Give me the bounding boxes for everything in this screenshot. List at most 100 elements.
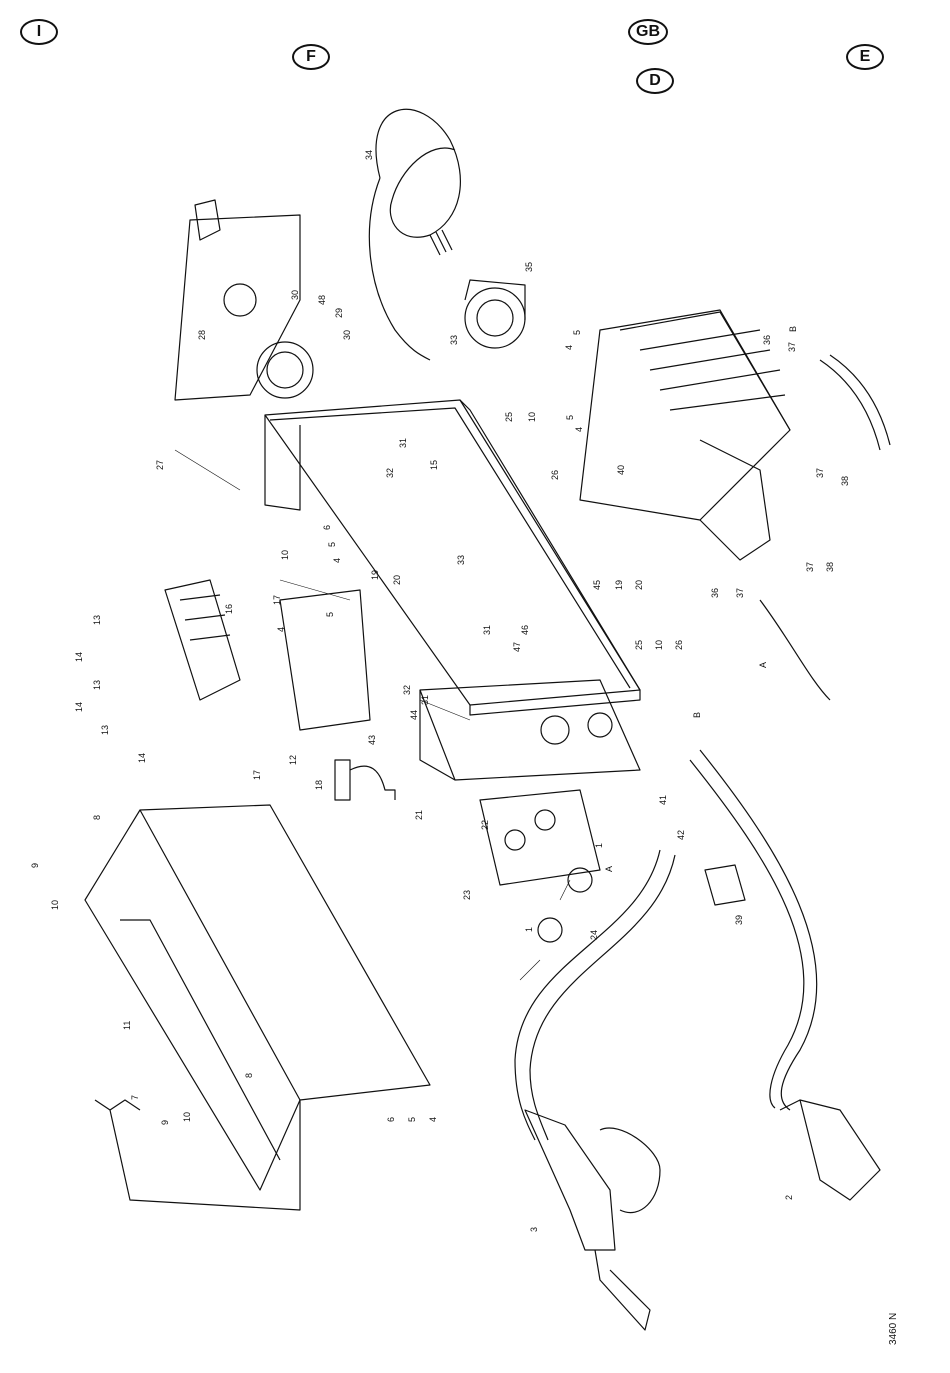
front-panel [420,680,640,780]
ground-clamp [800,1100,880,1200]
part-label: 37 [815,468,825,478]
part-number-labels: 34 35 28 30 48 29 30 33 27 31 32 15 25 1… [30,150,850,1232]
part-label: 8 [244,1073,254,1078]
part-label: 9 [30,863,40,868]
part-label: 48 [317,295,327,305]
connector-label-b: B [788,326,798,332]
rectifier-heatsink [580,310,790,520]
connector-labels: B A B A [604,326,798,872]
part-label: 5 [565,415,575,420]
part-label: 30 [342,330,352,340]
knob [538,918,562,942]
part-label: 17 [252,770,262,780]
part-label: 9 [160,1120,170,1125]
connector-label-a: A [604,866,614,872]
part-label: 44 [409,710,419,720]
part-label: 18 [314,780,324,790]
part-label: 1 [524,927,534,932]
part-label: 12 [288,755,298,765]
part-label: 24 [589,930,599,940]
part-label: 31 [482,625,492,635]
part-label: 42 [676,830,686,840]
part-label: 33 [449,335,459,345]
part-label: 10 [527,412,537,422]
part-label: 46 [520,625,530,635]
part-label: 37 [805,562,815,572]
part-label: 39 [734,915,744,925]
part-label: 14 [74,652,84,662]
part-label: 6 [322,525,332,530]
part-label: 25 [504,412,514,422]
part-label: 20 [634,580,644,590]
part-label: 47 [512,642,522,652]
part-label: 14 [137,753,147,763]
cable-boot [705,865,745,905]
control-panel [480,790,600,885]
ground-cable [700,750,817,1110]
part-label: 5 [325,612,335,617]
part-label: 5 [327,542,337,547]
cable-a [760,600,830,700]
part-label: 19 [614,580,624,590]
part-label: 4 [574,427,584,432]
part-label: 17 [272,595,282,605]
control-pcb [165,580,240,700]
part-label: 31 [420,695,430,705]
part-label: 4 [276,627,286,632]
part-label: 7 [130,1095,140,1100]
part-label: 2 [784,1195,794,1200]
part-label: 5 [407,1117,417,1122]
part-label: 5 [572,330,582,335]
part-label: 10 [182,1112,192,1122]
part-label: 30 [290,290,300,300]
part-label: 25 [634,640,644,650]
part-label: 1 [594,843,604,848]
part-label: 23 [462,890,472,900]
part-label: 13 [100,725,110,735]
part-label: 32 [385,468,395,478]
welding-torch-hose [515,850,660,1140]
chassis-frame [265,400,640,705]
fan-wheel [465,288,525,348]
part-label: 4 [332,558,342,563]
part-label: 26 [550,470,560,480]
part-label: 10 [654,640,664,650]
mounting-plate [280,590,370,730]
part-label: 4 [564,345,574,350]
part-label: 3 [529,1227,539,1232]
housing-cover [140,805,430,1100]
part-label: 43 [367,735,377,745]
part-label: 45 [592,580,602,590]
part-label: 36 [710,588,720,598]
drawing-reference-number: 3460 N [888,1313,899,1345]
part-label: 29 [334,308,344,318]
power-cable [376,109,460,237]
part-label: 31 [398,438,408,448]
part-label: 15 [429,460,439,470]
part-label: 16 [224,604,234,614]
part-label: 10 [280,550,290,560]
connector-label-b: B [692,712,702,718]
part-label: 37 [735,588,745,598]
connector-harness [335,760,395,800]
part-label: 28 [197,330,207,340]
part-label: 33 [456,555,466,565]
part-label: 14 [74,702,84,712]
part-label: 22 [480,820,490,830]
part-label: 4 [428,1117,438,1122]
part-label: 21 [414,810,424,820]
part-label: 27 [155,460,165,470]
part-label: 8 [92,815,102,820]
part-label: 19 [370,570,380,580]
connector-label-a: A [758,662,768,668]
knob [568,868,592,892]
part-label: 34 [364,150,374,160]
part-label: 38 [840,476,850,486]
part-label: 40 [616,465,626,475]
part-label: 35 [524,262,534,272]
cable-b [820,355,890,450]
part-label: 13 [92,680,102,690]
part-label: 38 [825,562,835,572]
part-label: 32 [402,685,412,695]
